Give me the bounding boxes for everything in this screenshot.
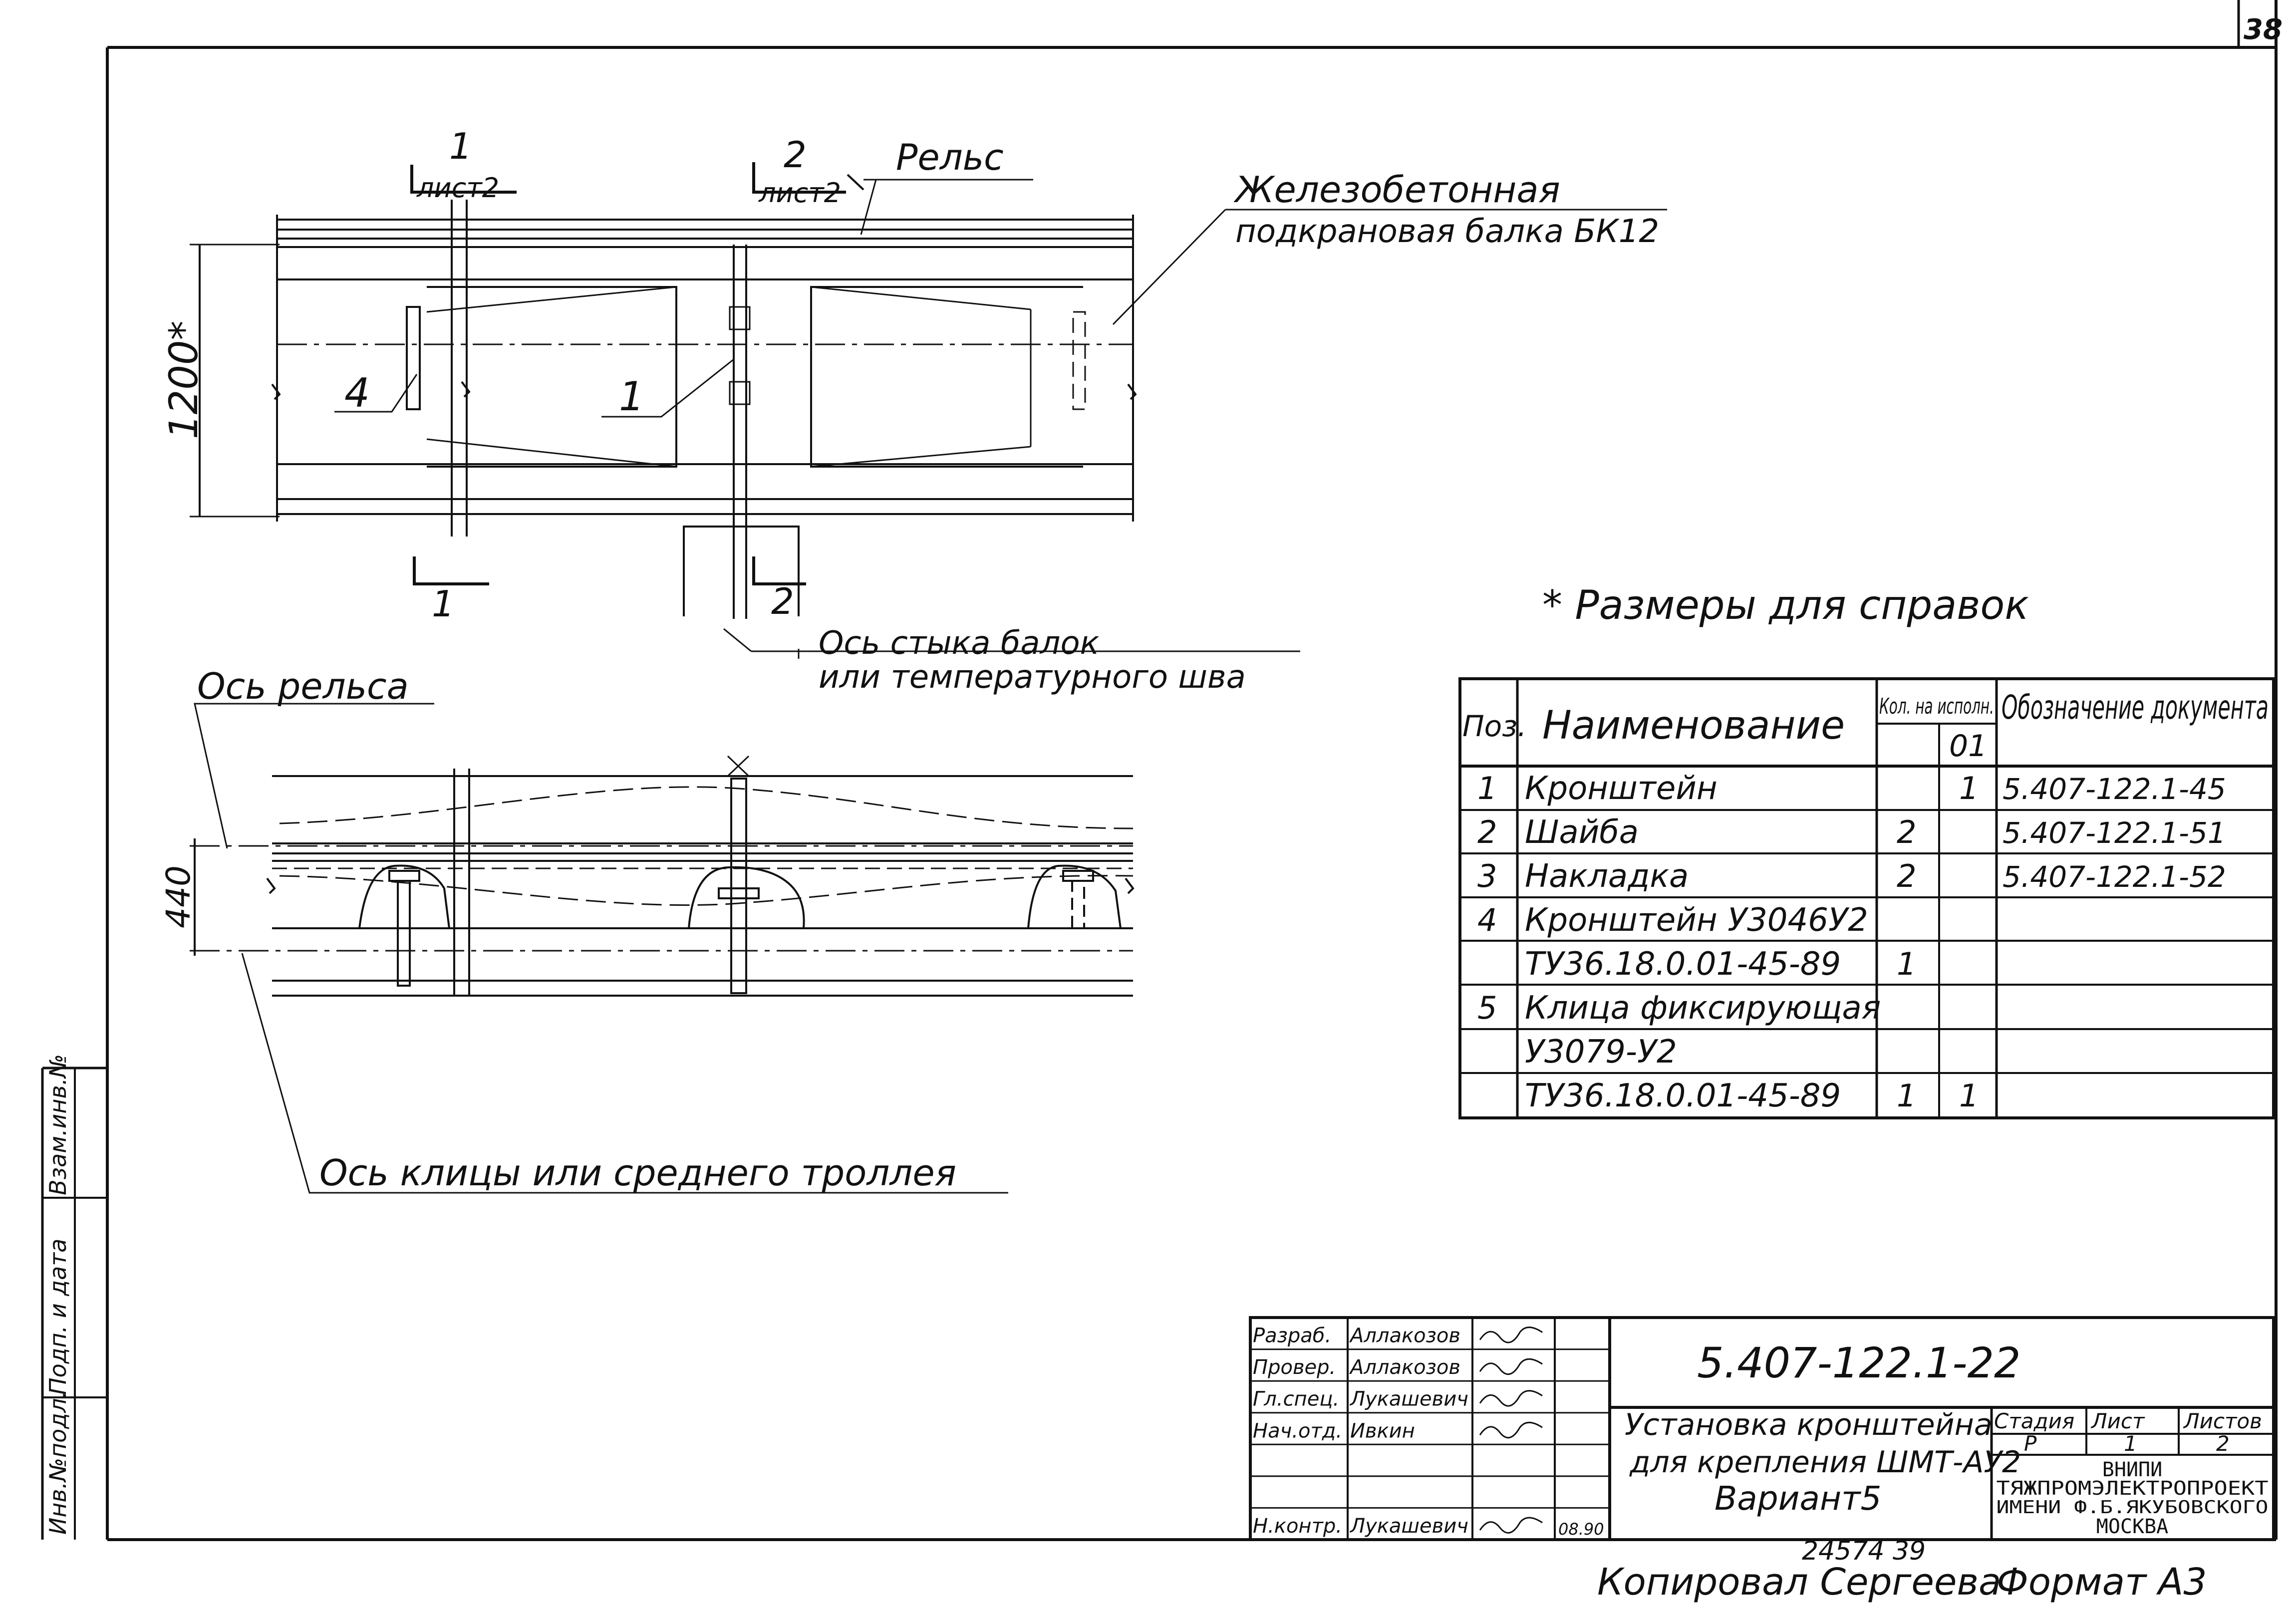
- sheet-header: Лист: [2090, 1409, 2145, 1433]
- section2-bottom: 2: [771, 580, 794, 622]
- doc-code: 5.407-122.1-22: [1697, 1339, 2020, 1387]
- spec-cell-pos: 1: [1477, 770, 1497, 806]
- sheets-header: Листов: [2183, 1409, 2262, 1433]
- title-block-role: Нач.отд.: [1253, 1419, 1342, 1442]
- spec-cell-name: Кронштейн: [1525, 770, 1718, 807]
- title-block-roles: Разраб.АллакозовПровер.АллакозовГл.спец.…: [1253, 1325, 1543, 1538]
- spec-table-rows: 1 Кронштейн 1 5.407-122.1-45 2 Шайба 2 5.407-12…: [1477, 770, 2226, 1114]
- section1-bottom: 1: [432, 583, 455, 625]
- title-block-name: Лукашевич: [1349, 1515, 1468, 1538]
- clamp-axis-label: Ось клицы или среднего троллея: [319, 1152, 956, 1194]
- signature-icon: [1479, 1517, 1543, 1534]
- title-line3: Вариант5: [1715, 1479, 1882, 1518]
- side-stamp: [41, 1067, 107, 1540]
- spec-cell-q2: 1: [1959, 770, 1979, 806]
- org-line2: ТЯЖПРОМЭЛЕКТРОПРОЕКТ: [1997, 1477, 2269, 1499]
- sheet-frame: [106, 0, 2278, 1541]
- beam-label-line2: подкрановая балка БК12: [1235, 213, 1659, 250]
- spec-cell-q1: 1: [1897, 1077, 1916, 1114]
- reference-note: * Размеры для справок: [1542, 582, 2029, 628]
- title-block-grid: [1249, 1316, 2275, 1541]
- section2-number: 2: [784, 134, 807, 176]
- signature-icon: [1479, 1421, 1543, 1439]
- title-block-role: Н.контр.: [1253, 1515, 1342, 1538]
- stage-value: Р: [2024, 1431, 2037, 1456]
- spec-cell-name: ТУ36.18.0.01-45-89: [1525, 1077, 1841, 1114]
- signature-icon: [1479, 1358, 1543, 1375]
- sheet-number: 38: [2244, 13, 2283, 46]
- title-line2: для крепления ШМТ-АУ2: [1629, 1445, 2021, 1480]
- spec-cell-name: Шайба: [1525, 814, 1639, 851]
- th-qty: Кол. на исполн.: [1879, 694, 1994, 719]
- th-name: Наименование: [1542, 703, 1845, 748]
- dim-1200: 1200*: [162, 320, 207, 439]
- section1-sheet: лист2: [416, 172, 499, 204]
- signature-icon: [1479, 1327, 1543, 1343]
- spec-cell-q2: 1: [1959, 1077, 1979, 1114]
- rail-label: Рельс: [896, 136, 1004, 178]
- title-block-role: Разраб.: [1253, 1325, 1331, 1347]
- sheets-value: 2: [2216, 1431, 2230, 1456]
- elevation-view: [190, 703, 1135, 1194]
- title-block-name: Ивкин: [1350, 1419, 1415, 1442]
- spec-cell-doc: 5.407-122.1-52: [2003, 860, 2226, 894]
- spec-cell-pos: 3: [1477, 858, 1497, 894]
- org-line3: ИМЕНИ Ф.Б.ЯКУБОВСКОГО: [1997, 1497, 2269, 1518]
- spec-cell-name: Кронштейн У3046У2: [1525, 902, 1868, 939]
- spec-cell-doc: 5.407-122.1-51: [2003, 816, 2226, 850]
- stamp-sign-date: Подп. и дата: [44, 1239, 71, 1395]
- title-line1: Установка кронштейна: [1625, 1407, 1993, 1442]
- th-doc: Обозначение документа: [2002, 688, 2269, 727]
- approval-date: 08.90: [1558, 1520, 1604, 1539]
- footer-format: Формат А3: [1997, 1561, 2207, 1604]
- joint-axis-line2: или температурного шва: [819, 659, 1246, 696]
- section1-number: 1: [449, 125, 472, 167]
- spec-cell-pos: 5: [1477, 990, 1497, 1026]
- beam-label-line1: Железобетонная: [1233, 169, 1560, 211]
- title-block-name: Аллакозов: [1349, 1356, 1460, 1379]
- spec-cell-pos: 2: [1477, 814, 1497, 850]
- th-pos: Поз.: [1462, 709, 1526, 743]
- callout-1: 1: [619, 373, 644, 420]
- title-block-name: Аллакозов: [1349, 1325, 1460, 1347]
- title-block-role: Гл.спец.: [1253, 1388, 1339, 1411]
- plan-view: [190, 162, 1667, 659]
- title-block-row-lines: [1250, 1348, 1610, 1509]
- footer-number: 24574 39: [1802, 1536, 1926, 1566]
- spec-cell-q1: 2: [1897, 858, 1916, 894]
- callout-4: 4: [344, 370, 370, 416]
- section2-sheet: лист2: [758, 177, 841, 209]
- spec-cell-doc: 5.407-122.1-45: [2003, 772, 2226, 806]
- title-block-role: Провер.: [1253, 1356, 1336, 1379]
- title-block-name: Лукашевич: [1349, 1388, 1468, 1411]
- spec-cell-name: ТУ36.18.0.01-45-89: [1525, 946, 1841, 983]
- spec-table-grid: [1458, 677, 2275, 1119]
- rail-axis-label: Ось рельса: [197, 665, 409, 707]
- stamp-inv-orig: Инв.№подл.: [44, 1391, 71, 1535]
- stamp-replace-inv: Взам.инв.№: [44, 1054, 71, 1195]
- signature-icon: [1479, 1390, 1543, 1407]
- spec-cell-q1: 1: [1897, 946, 1916, 982]
- footer-copied: Копировал Сергеева: [1597, 1561, 2001, 1604]
- org-line4: МОСКВА: [2096, 1515, 2169, 1538]
- dim-440: 440: [159, 865, 198, 928]
- spec-cell-name: Накладка: [1525, 858, 1689, 895]
- org-line1: ВНИПИ: [2102, 1458, 2162, 1481]
- spec-cell-pos: 4: [1477, 902, 1497, 938]
- spec-cell-name: У3079-У2: [1525, 1034, 1677, 1071]
- joint-axis-line1: Ось стыка балок: [819, 625, 1100, 662]
- stage-header: Стадия: [1994, 1409, 2074, 1433]
- spec-cell-name: Клица фиксирующая: [1525, 990, 1881, 1027]
- sheet-value: 1: [2124, 1431, 2137, 1456]
- th-qty-sub: 01: [1949, 729, 1987, 764]
- spec-cell-q1: 2: [1897, 814, 1916, 850]
